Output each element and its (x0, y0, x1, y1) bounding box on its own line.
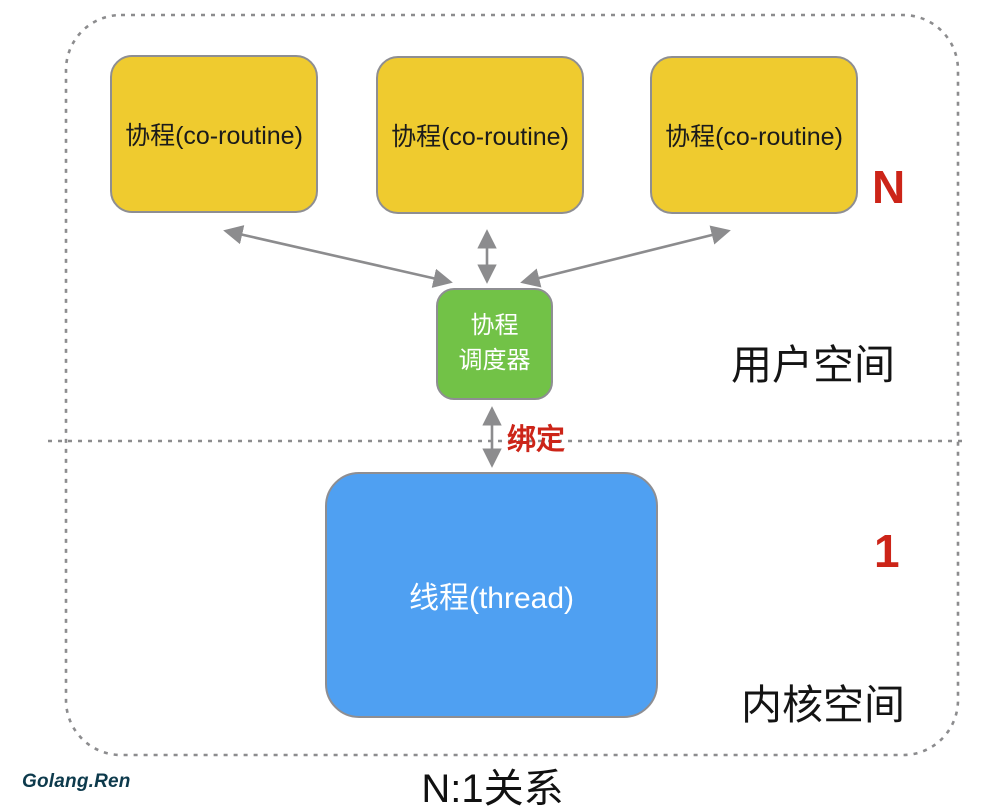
watermark-text: Golang.Ren (22, 771, 131, 792)
kernel-space-label: 内核空间 (741, 682, 905, 728)
bind-label: 绑定 (507, 424, 566, 456)
arrow-coroutine1-scheduler (223, 225, 453, 288)
thread-count-label: 1 (874, 525, 900, 577)
coroutine-box-2: 协程(co-routine) (376, 56, 584, 214)
scheduler-box-label-line2: 调度器 (458, 347, 531, 374)
coroutine-box-3-label: 协程(co-routine) (665, 123, 843, 151)
user-space-label: 用户空间 (731, 342, 895, 388)
thread-box-label: 线程(thread) (408, 582, 575, 615)
scheduler-box-label-line1: 协程 (470, 312, 519, 340)
diagram-caption: N:1关系 (421, 767, 564, 807)
arrow-coroutine3-scheduler (520, 225, 731, 288)
coroutine-count-label: N (872, 161, 906, 213)
scheduler-box: 协程 调度器 (436, 288, 553, 400)
dashed-container-border (64, 13, 960, 757)
coroutine-box-1: 协程(co-routine) (110, 55, 318, 213)
coroutine-box-2-label: 协程(co-routine) (391, 123, 569, 151)
coroutine-box-1-label: 协程(co-routine) (125, 122, 303, 150)
thread-box: 线程(thread) (325, 472, 658, 718)
coroutine-box-3: 协程(co-routine) (650, 56, 858, 214)
